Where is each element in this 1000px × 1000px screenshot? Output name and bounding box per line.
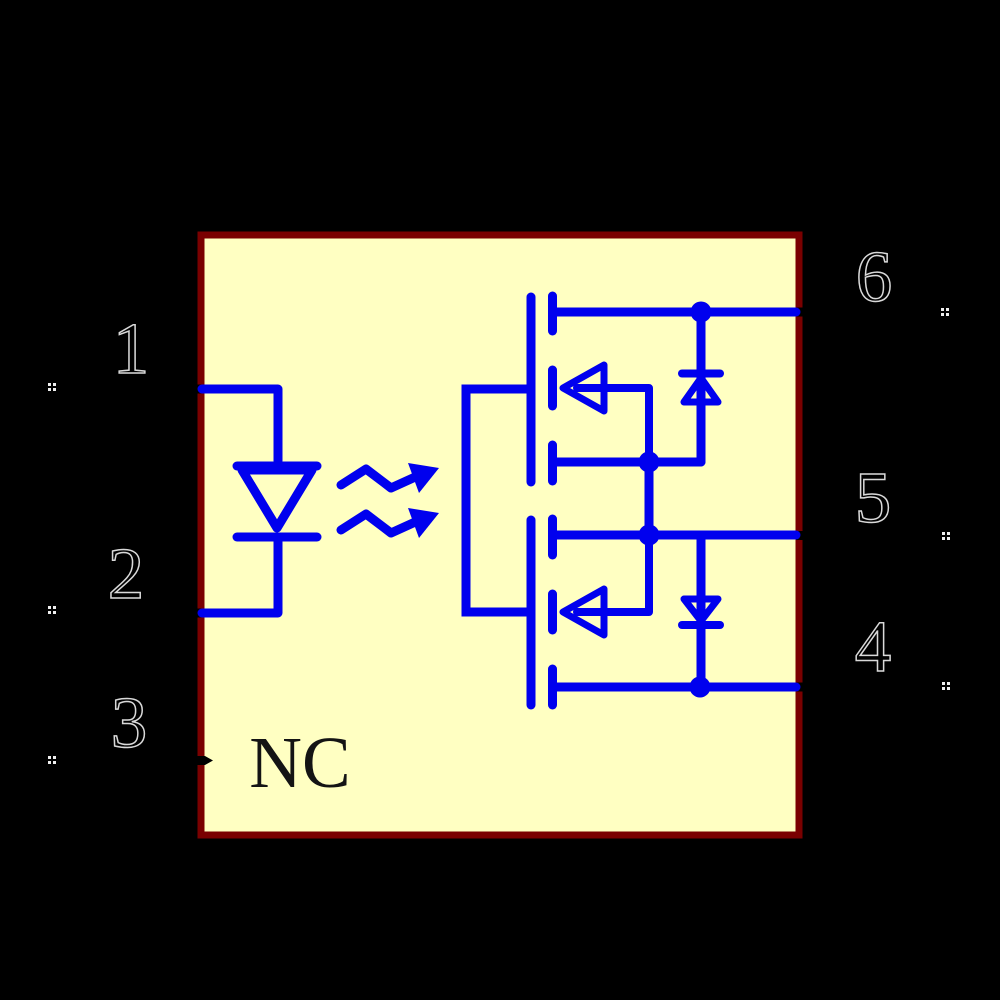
nc-label: NC: [249, 722, 350, 803]
led-input-circuit: [197, 384, 322, 618]
pin-label-6: 6: [856, 236, 893, 317]
mosfet-lower: [526, 514, 801, 710]
junction-dot-pin6: [690, 301, 712, 323]
body-diode-lower: [678, 530, 724, 692]
led-triangle: [237, 465, 317, 533]
mosfet-lower-body-arrow: [559, 585, 608, 639]
pin6-end-marker: [941, 308, 949, 316]
light-emission-arrows: [336, 463, 439, 538]
pin1-lead-stub: [186, 384, 205, 394]
pin3-lead-tip: [205, 756, 213, 765]
pin5-end-marker: [942, 532, 950, 540]
pin3-end-marker: [48, 756, 56, 764]
junction-dot-upper-source: [638, 451, 660, 473]
pin-end-markers: [48, 308, 950, 764]
body-diode-upper: [678, 307, 724, 467]
body-diode-lower-triangle: [680, 595, 722, 625]
pin-label-2: 2: [108, 533, 145, 614]
light-arrow-upper-head: [408, 463, 439, 493]
mosfet-upper: [526, 291, 801, 487]
pin2-wire: [197, 536, 283, 618]
pin2-lead-stub: [186, 608, 205, 618]
light-arrow-upper-zigzag: [336, 464, 429, 493]
pin-label-4: 4: [855, 606, 892, 687]
pin-label-3: 3: [111, 682, 148, 763]
body-diode-upper-triangle: [680, 374, 722, 406]
pin-label-1: 1: [113, 308, 150, 389]
junction-dots: [638, 301, 712, 698]
junction-dot-pin5: [638, 524, 660, 546]
pin1-wire: [197, 384, 283, 466]
pin-label-5: 5: [855, 457, 892, 538]
pin4-end-marker: [942, 682, 950, 690]
pin3-lead-stub: [186, 756, 205, 765]
mosfet-upper-body-arrow: [559, 361, 608, 415]
pin2-end-marker: [48, 606, 56, 614]
pin6-lead-stub: [796, 307, 815, 317]
gate-link-bus: [461, 384, 534, 617]
pin4-lead-stub: [796, 682, 815, 692]
pin1-end-marker: [48, 383, 56, 391]
light-arrow-lower-zigzag: [336, 509, 429, 538]
pin-lead-stubs: [186, 307, 815, 765]
light-arrow-lower-head: [408, 508, 439, 538]
pin5-lead-stub: [796, 531, 815, 540]
junction-dot-pin4: [689, 676, 711, 698]
